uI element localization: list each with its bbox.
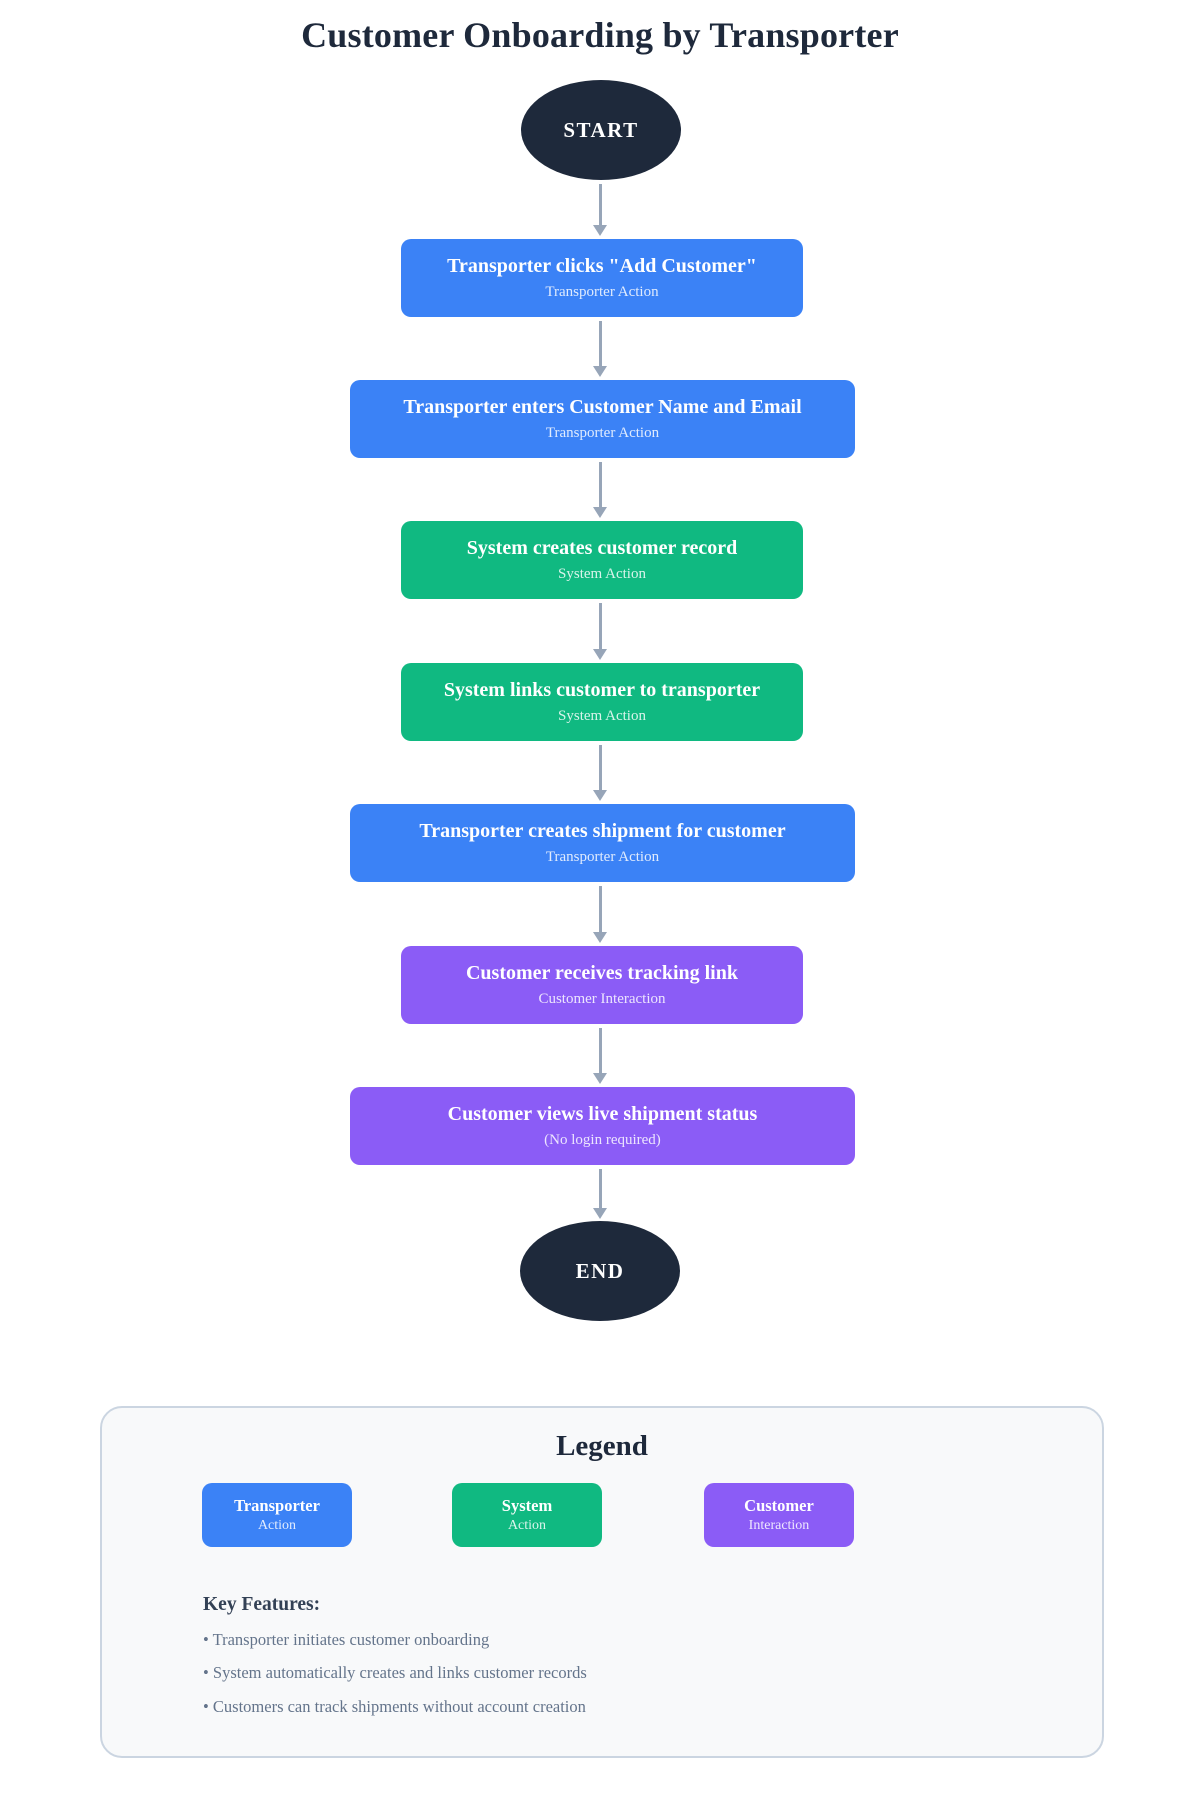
legend-chip-name: System [501, 1496, 553, 1515]
step-subtitle: System Action [558, 566, 646, 582]
legend-chip-transporter: Transporter Action [202, 1483, 352, 1547]
start-node: START [521, 80, 681, 180]
step-subtitle: (No login required) [544, 1132, 661, 1148]
legend-title: Legend [556, 1430, 648, 1462]
legend-chip-name: Customer [744, 1496, 814, 1515]
flow-arrow [593, 745, 607, 801]
flow-arrow [593, 321, 607, 377]
flow-step-create-shipment: Transporter creates shipment for custome… [350, 804, 855, 882]
step-title: Transporter enters Customer Name and Ema… [403, 396, 802, 418]
key-features-title: Key Features: [203, 1594, 321, 1615]
end-label: END [575, 1258, 625, 1283]
flow-step-receives-tracking-link: Customer receives tracking link Customer… [401, 946, 803, 1024]
step-title: System creates customer record [466, 537, 738, 559]
flow-step-link-customer: System links customer to transporter Sys… [401, 663, 803, 741]
flow-arrow [593, 1169, 607, 1219]
page-title: Customer Onboarding by Transporter [301, 15, 899, 55]
legend-panel: Legend Transporter Action System Action … [100, 1406, 1104, 1758]
flow-step-create-record: System creates customer record System Ac… [401, 521, 803, 599]
legend-chip-subtitle: Interaction [748, 1518, 810, 1533]
legend-chip-system: System Action [452, 1483, 602, 1547]
step-subtitle: Transporter Action [545, 849, 660, 865]
step-title: Transporter clicks "Add Customer" [447, 255, 757, 277]
flow-arrow [593, 1028, 607, 1084]
key-feature-item: • System automatically creates and links… [203, 1663, 587, 1682]
key-feature-item: • Transporter initiates customer onboard… [203, 1629, 490, 1649]
flow-step-views-live-status: Customer views live shipment status (No … [350, 1087, 855, 1165]
flow-step-enter-name-email: Transporter enters Customer Name and Ema… [350, 380, 855, 458]
legend-chip-subtitle: Action [507, 1518, 547, 1533]
flow-arrow [593, 603, 607, 660]
step-subtitle: Transporter Action [545, 425, 660, 441]
end-node: END [520, 1221, 680, 1321]
step-title: Customer views live shipment status [447, 1103, 758, 1125]
step-subtitle: System Action [558, 708, 646, 724]
legend-chip-name: Transporter [234, 1496, 320, 1515]
legend-chip-subtitle: Action [257, 1518, 297, 1533]
step-title: Customer receives tracking link [465, 962, 738, 984]
legend-chip-customer: Customer Interaction [704, 1483, 854, 1547]
key-feature-item: • Customers can track shipments without … [203, 1696, 586, 1716]
key-features-section: Key Features: • Transporter initiates cu… [203, 1594, 1043, 1717]
flow-arrow [593, 462, 607, 518]
start-label: START [563, 117, 639, 142]
flow-arrow [593, 886, 607, 943]
step-subtitle: Customer Interaction [538, 991, 666, 1007]
flow-step-add-customer: Transporter clicks "Add Customer" Transp… [401, 239, 803, 317]
step-title: System links customer to transporter [443, 679, 761, 701]
step-title: Transporter creates shipment for custome… [419, 820, 786, 842]
flow-arrow [593, 184, 607, 236]
step-subtitle: Transporter Action [545, 284, 659, 300]
